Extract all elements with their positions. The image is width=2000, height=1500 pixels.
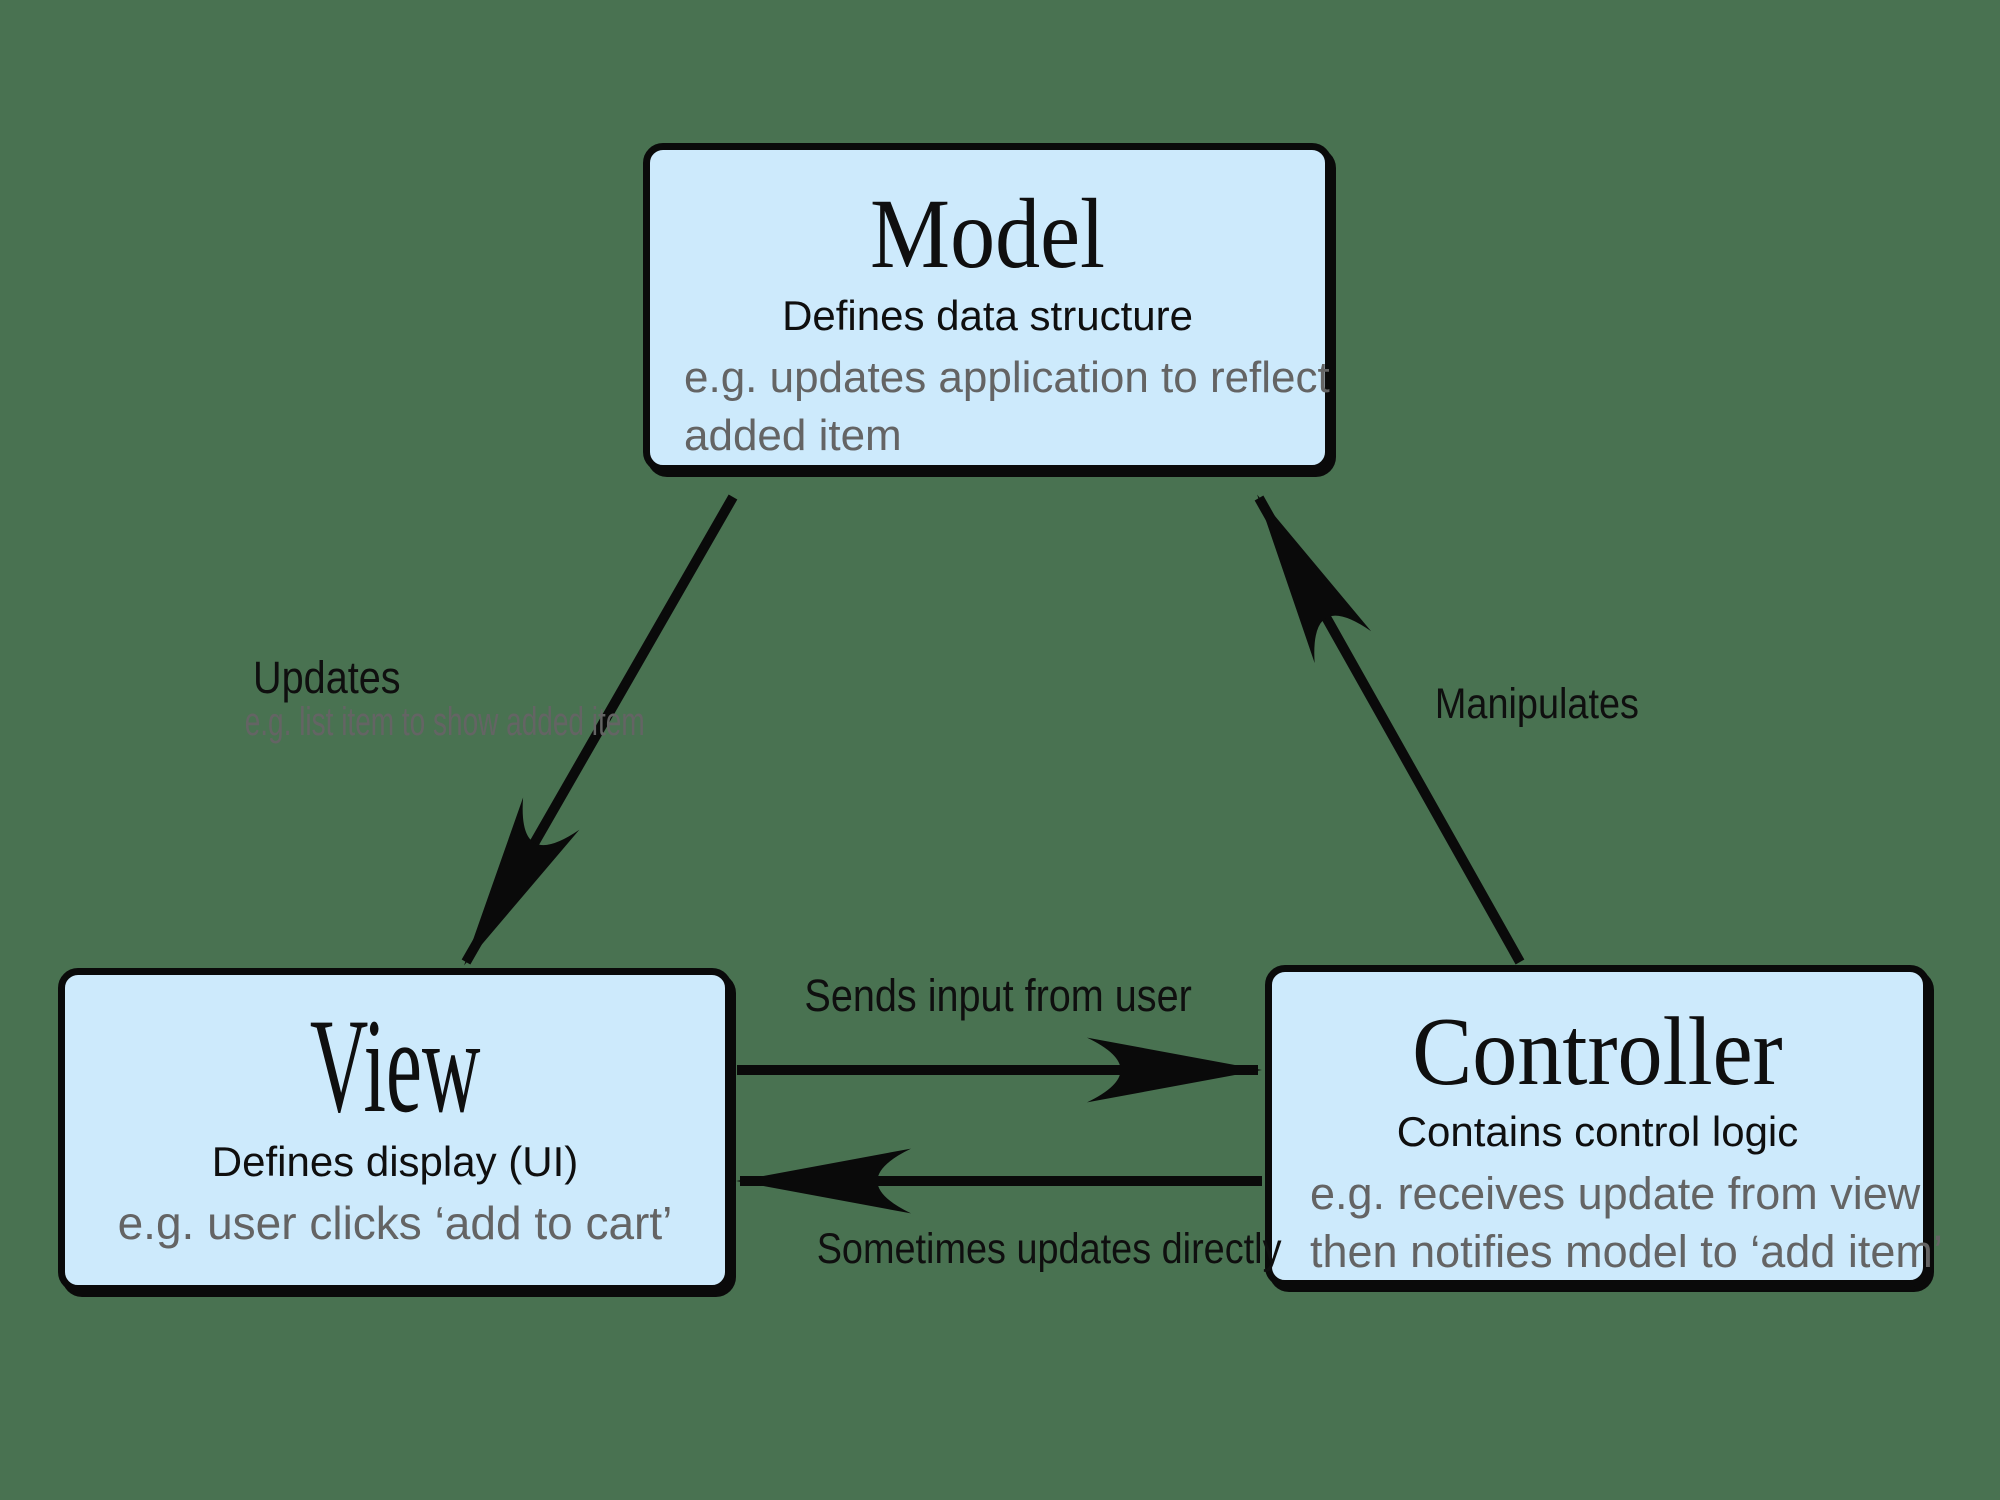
arrow-controller-to-model — [1254, 494, 1525, 965]
view-example: e.g. user clicks ‘add to cart’ — [65, 1194, 725, 1254]
view-box: View Defines display (UI) e.g. user clic… — [58, 968, 732, 1292]
controller-example-line1: e.g. receives update from view — [1310, 1168, 1921, 1220]
controller-box: Controller Contains control logic e.g. r… — [1265, 965, 1943, 1287]
updates-sublabel: e.g. list item to show added item — [244, 700, 645, 744]
view-example-line1: e.g. user clicks ‘add to cart’ — [117, 1196, 673, 1249]
model-example-line2: added item — [684, 410, 902, 460]
model-title: Model — [870, 178, 1105, 289]
model-example-line1: e.g. updates application to reflect — [684, 353, 1330, 403]
model-subtitle: Defines data structure — [782, 292, 1193, 339]
model-box: Model Defines data structure e.g. update… — [643, 143, 1332, 472]
sends-input-label: Sends input from user — [804, 970, 1192, 1021]
view-subtitle: Defines display (UI) — [211, 1138, 579, 1186]
controller-subtitle: Contains control logic — [1396, 1108, 1799, 1156]
controller-example: e.g. receives update from view then noti… — [1272, 1165, 1943, 1280]
sometimes-updates-label: Sometimes updates directly — [816, 1225, 1282, 1273]
controller-title: Controller — [1412, 998, 1783, 1106]
view-title: View — [309, 992, 481, 1141]
controller-example-line2: then notifies model to ‘add item’ — [1310, 1226, 1943, 1278]
updates-label: Updates — [253, 652, 401, 703]
arrow-model-to-view — [461, 494, 738, 966]
model-example: e.g. updates application to reflect adde… — [650, 349, 1330, 463]
manipulates-label: Manipulates — [1434, 680, 1640, 728]
